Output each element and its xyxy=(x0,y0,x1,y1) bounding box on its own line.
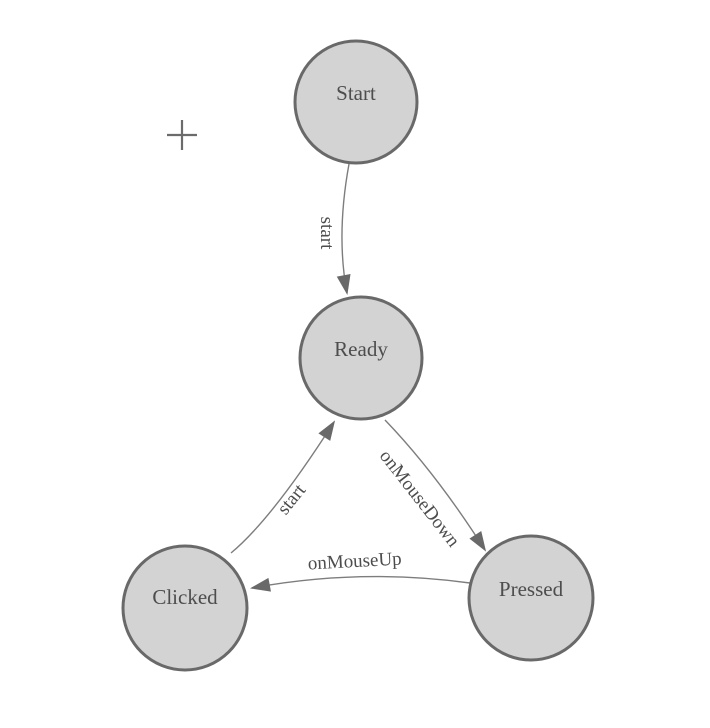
node-start-label: Start xyxy=(336,81,376,105)
edge-ready-to-pressed[interactable]: onMouseDown xyxy=(375,419,487,552)
node-pressed-label: Pressed xyxy=(499,577,564,601)
node-pressed[interactable]: Pressed xyxy=(467,534,595,662)
edge-ready-to-pressed-path[interactable] xyxy=(384,419,487,552)
node-start[interactable]: Start xyxy=(293,39,419,165)
edge-clicked-to-ready[interactable]: start xyxy=(230,420,336,554)
edge-label-onmouseup[interactable]: onMouseUp xyxy=(307,549,402,575)
node-pressed-circle[interactable] xyxy=(467,534,595,662)
edge-label-start-1[interactable]: start xyxy=(316,217,337,250)
edge-start-to-ready-path[interactable] xyxy=(336,163,351,295)
edge-pressed-to-clicked[interactable]: onMouseUp xyxy=(250,549,471,592)
edge-label-start-2[interactable]: start xyxy=(273,480,310,519)
node-clicked-circle[interactable] xyxy=(121,544,249,672)
node-clicked-label: Clicked xyxy=(152,585,218,609)
edge-pressed-to-clicked-path[interactable] xyxy=(250,575,471,592)
node-ready[interactable]: Ready xyxy=(298,295,424,421)
edge-clicked-to-ready-path[interactable] xyxy=(230,420,336,554)
crosshair-cursor-icon xyxy=(167,120,197,150)
node-ready-label: Ready xyxy=(334,337,388,361)
node-start-circle[interactable] xyxy=(293,39,419,165)
node-ready-circle[interactable] xyxy=(298,295,424,421)
node-clicked[interactable]: Clicked xyxy=(121,544,249,672)
edge-start-to-ready[interactable]: start xyxy=(316,163,351,295)
